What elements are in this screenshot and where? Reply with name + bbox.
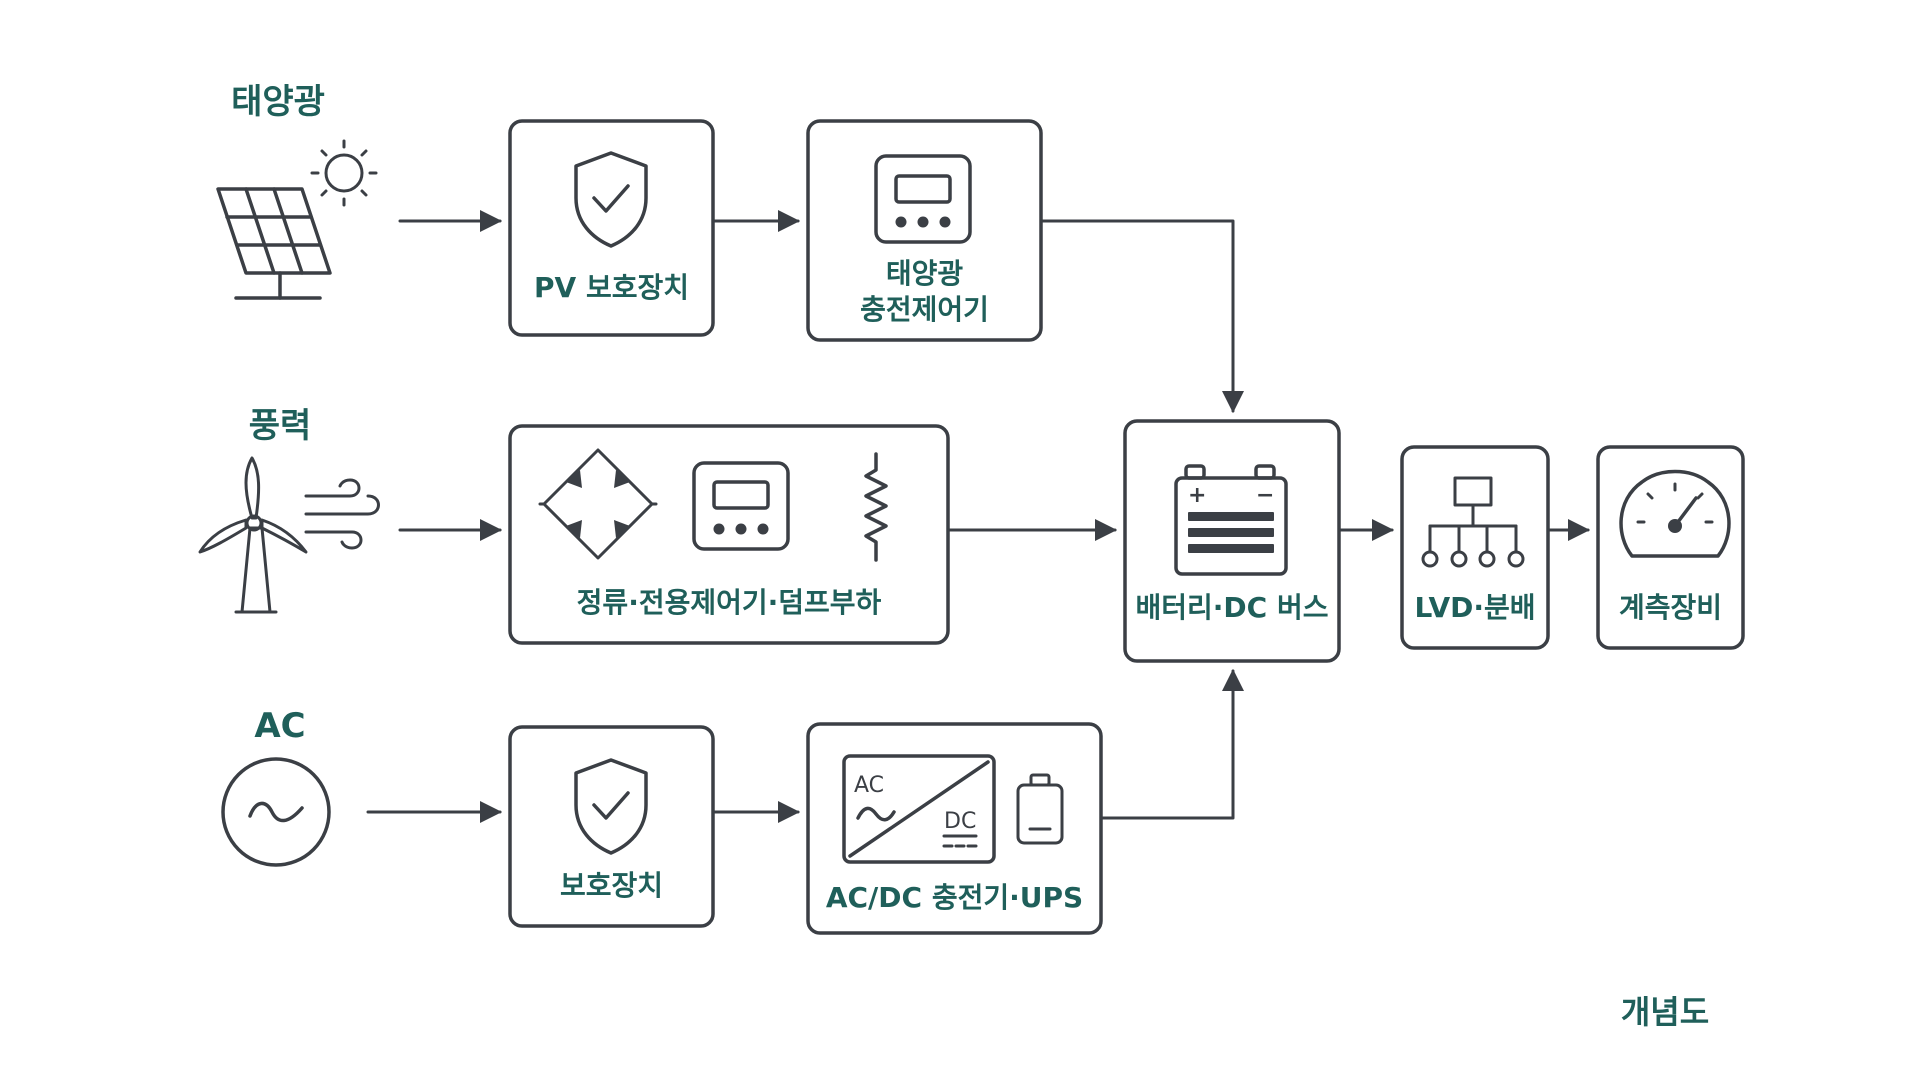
battery-icon [1174,464,1288,576]
ac-dc-converter-icon [842,754,996,864]
arrow-controller-to-bus [1039,219,1244,413]
battery-icon [1016,773,1064,845]
charge-controller-icon [874,154,972,244]
diode-mark [614,470,630,488]
ac-source-icon [221,757,331,867]
gauge-icon [1619,469,1731,558]
battery-minus-label: − [1256,483,1274,508]
solar-panel-icon [216,187,332,300]
acdc-charger-label: AC/DC 충전기·UPS [825,881,1084,914]
metering-label: 계측장비 [1618,591,1723,624]
caption: 개념도 [1620,993,1710,1031]
lvd-label: LVD·분배 [1414,591,1536,624]
converter-ac-label: AC [854,773,884,798]
sun-icon [310,139,378,207]
diode-mark [566,470,582,488]
wind-chain-label: 정류·전용제어기·덤프부하 [576,586,882,619]
battery-bus-label: 배터리·DC 버스 [1135,591,1329,624]
battery-plus-label: + [1188,483,1206,508]
bridge-rectifier-icon [538,448,658,560]
diode-mark [614,520,630,538]
solar-controller-box [806,119,1043,342]
pv-protection-label: PV 보호장치 [534,271,689,304]
wind-turbine-icon [198,456,308,614]
shield-check-icon [574,758,648,855]
charge-controller-icon [692,461,790,551]
ac-protection-box [508,725,715,928]
source-label-ac: AC [254,706,306,746]
wind-chain-box [508,424,950,645]
pv-protection-box [508,119,715,337]
connector-arrows [366,210,1590,823]
battery-bus-box [1123,419,1341,663]
distribution-tree-icon [1421,476,1525,568]
acdc-charger-box [806,722,1103,935]
diode-mark [566,520,582,538]
solar-controller-label: 태양광 충전제어기 [860,257,989,327]
lvd-box [1400,445,1550,650]
ac-protection-label: 보호장치 [559,869,664,902]
arrow-charger-to-bus [1099,669,1244,820]
shield-check-icon [574,151,648,248]
source-label-wind: 풍력 [248,406,312,446]
converter-dc-label: DC [944,809,976,834]
source-label-solar: 태양광 [231,82,325,122]
wind-gust-icon [304,478,380,550]
resistor-icon [864,452,888,562]
metering-box [1596,445,1745,650]
